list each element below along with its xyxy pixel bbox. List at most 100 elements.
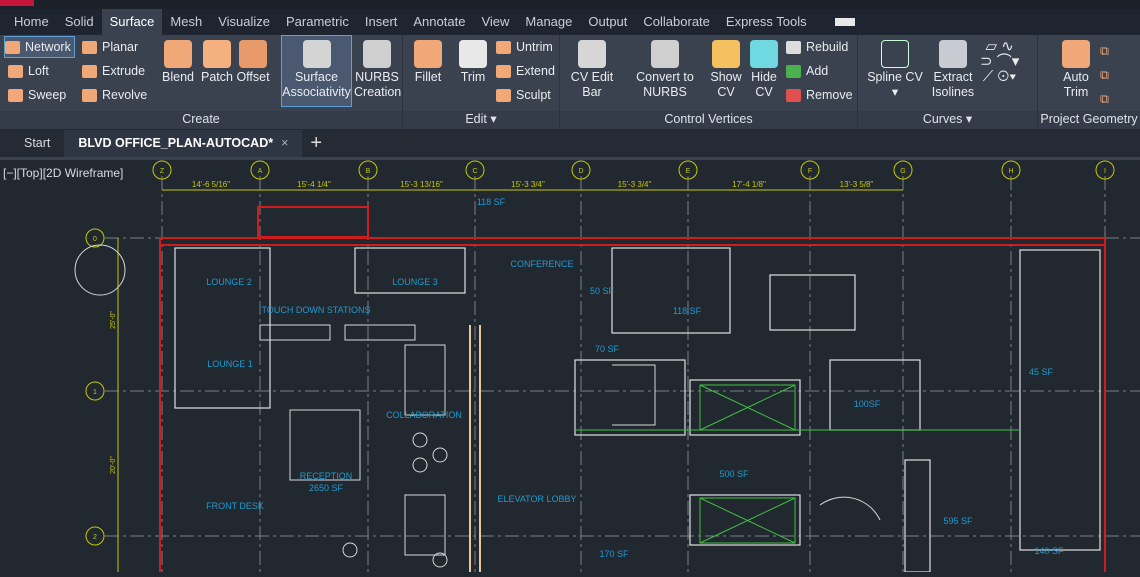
dimension-label: 15'-4 1/4": [297, 180, 331, 189]
planar-button[interactable]: Planar: [82, 37, 138, 57]
remove-cv-button[interactable]: Remove: [786, 85, 853, 105]
workspace-switch-icon[interactable]: [834, 18, 855, 26]
panel-edit: Fillet Trim Untrim Extend Sculpt Edit ▾: [403, 35, 560, 129]
tab-annotate[interactable]: Annotate: [413, 14, 466, 29]
stair: [612, 364, 656, 426]
cv-edit-bar-icon: [578, 40, 606, 68]
tab-visualize[interactable]: Visualize: [218, 14, 271, 29]
panel-title-edit[interactable]: Edit ▾: [403, 111, 559, 129]
rebuild-button[interactable]: Rebuild: [786, 37, 848, 57]
room-label: FRONT DESK: [206, 501, 264, 511]
expand-arrow-icon: ▾: [965, 112, 973, 126]
viewport-controls[interactable]: [−][Top][2D Wireframe]: [3, 166, 124, 180]
grid-bubble: [1001, 160, 1021, 180]
trim-button[interactable]: Trim: [455, 40, 491, 85]
offset-button[interactable]: Offset: [235, 40, 271, 85]
elevator-cross: [699, 497, 796, 544]
revolve-icon: [82, 88, 97, 102]
grid-label: C: [472, 168, 477, 175]
room-label: 100SF: [854, 399, 881, 409]
curve-tools-icon[interactable]: ⏥ ∿⊃ ⌒▾⟋ ⊙▾: [980, 38, 1020, 85]
hide-cv-icon: [750, 40, 778, 68]
new-tab-button[interactable]: +: [310, 132, 323, 154]
network-button[interactable]: Network: [4, 36, 75, 58]
tab-collaborate[interactable]: Collaborate: [643, 14, 710, 29]
grid-label: Z: [160, 168, 165, 175]
room-outline: [574, 359, 686, 436]
room-outline: [769, 274, 856, 331]
app-logo[interactable]: [0, 0, 34, 6]
close-icon[interactable]: ×: [281, 136, 289, 150]
extrude-button[interactable]: Extrude: [82, 61, 145, 81]
grid-label: A: [258, 168, 263, 175]
room-outline: [1019, 249, 1101, 551]
remove-cv-icon: [786, 88, 801, 102]
cv-edit-bar-button[interactable]: CV Edit Bar: [562, 40, 622, 100]
room-outline: [611, 247, 731, 334]
offset-icon: [239, 40, 267, 68]
room-label: 2650 SF: [309, 483, 344, 493]
show-cv-icon: [712, 40, 740, 68]
room-label: 118 SF: [673, 306, 702, 316]
fillet-button[interactable]: Fillet: [408, 40, 448, 85]
tab-home[interactable]: Home: [14, 14, 49, 29]
loft-icon: [8, 64, 23, 78]
add-cv-icon: [786, 64, 801, 78]
tab-mesh[interactable]: Mesh: [170, 14, 203, 29]
blend-button[interactable]: Blend: [160, 40, 196, 85]
file-tabs: Start BLVD OFFICE_PLAN-AUTOCAD*× +: [0, 130, 1140, 157]
tab-insert[interactable]: Insert: [364, 14, 398, 29]
tab-parametric[interactable]: Parametric: [286, 14, 349, 29]
file-tab-start[interactable]: Start: [24, 136, 51, 150]
add-cv-button[interactable]: Add: [786, 61, 828, 81]
tab-output[interactable]: Output: [588, 14, 628, 29]
sculpt-button[interactable]: Sculpt: [496, 85, 551, 105]
room-outline: [829, 359, 921, 431]
tab-view[interactable]: View: [481, 14, 510, 29]
furniture: [404, 494, 446, 556]
rebuild-icon: [786, 40, 801, 54]
tab-solid[interactable]: Solid: [64, 14, 94, 29]
patch-button[interactable]: Patch: [198, 40, 236, 85]
room-label: LOUNGE 1: [207, 359, 253, 369]
tab-manage[interactable]: Manage: [525, 14, 573, 29]
convert-nurbs-icon: [651, 40, 679, 68]
project-tools-icon[interactable]: ⧉⧉⧉: [1100, 44, 1109, 106]
spline-cv-button[interactable]: Spline CV▾: [866, 40, 924, 100]
elevator-lobby-wall: [469, 325, 481, 572]
file-tab-active[interactable]: BLVD OFFICE_PLAN-AUTOCAD*×: [64, 130, 303, 157]
loft-button[interactable]: Loft: [8, 61, 49, 81]
room-label: 70 SF: [595, 344, 620, 354]
extend-button[interactable]: Extend: [496, 61, 555, 81]
untrim-icon: [496, 40, 511, 54]
untrim-button[interactable]: Untrim: [496, 37, 553, 57]
blend-icon: [164, 40, 192, 68]
tab-express-tools[interactable]: Express Tools: [725, 14, 807, 29]
panel-title-curves[interactable]: Curves ▾: [858, 111, 1037, 129]
grid-label: 2: [93, 534, 97, 541]
grid-label: H: [1008, 168, 1013, 175]
ribbon-tabs: Home Solid Surface Mesh Visualize Parametric I…: [0, 9, 1140, 35]
revolve-button[interactable]: Revolve: [82, 85, 147, 105]
tab-surface[interactable]: Surface: [101, 9, 163, 35]
chair: [432, 552, 448, 568]
planar-icon: [82, 40, 97, 54]
ribbon: Network Planar Loft Extrude Sweep Revolv…: [0, 35, 1140, 129]
room-label: 140 SF: [1034, 546, 1064, 556]
furniture: [344, 324, 416, 341]
room-label: 170 SF: [599, 549, 629, 559]
sweep-button[interactable]: Sweep: [8, 85, 66, 105]
fillet-icon: [414, 40, 442, 68]
panel-title-create: Create: [0, 111, 402, 129]
room-label: 118 SF: [477, 197, 506, 207]
room-label: CONFERENCE: [510, 259, 573, 269]
